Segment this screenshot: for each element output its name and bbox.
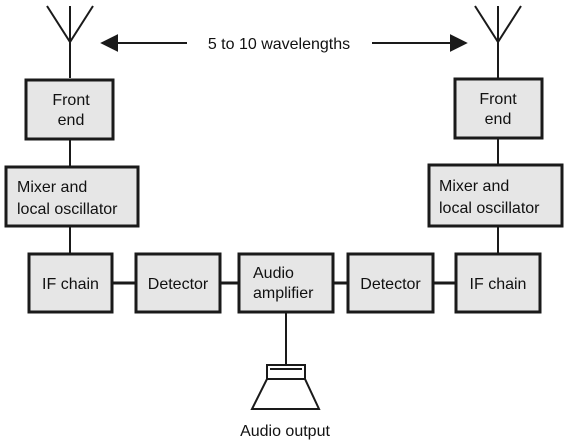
audio-output-label: Audio output (240, 423, 330, 440)
right-if-chain-label: IF chain (470, 276, 527, 293)
right-mixer-label-line1: Mixer and (439, 178, 509, 195)
right-mixer-block: Mixer and local oscillator (427, 163, 564, 228)
left-mixer-label-line1: Mixer and (17, 179, 87, 196)
left-detector-block: Detector (134, 252, 222, 314)
left-front-end-label-line1: Front (52, 92, 90, 109)
left-if-chain-label: IF chain (42, 276, 99, 293)
right-front-end-block: Front end (453, 77, 544, 140)
left-front-end-block: Front end (24, 78, 115, 141)
right-front-end-label-line2: end (485, 111, 512, 128)
left-mixer-block: Mixer and local oscillator (4, 165, 140, 228)
right-antenna-icon (474, 5, 522, 78)
right-if-chain-block: IF chain (454, 252, 542, 314)
left-antenna-icon (46, 5, 94, 78)
left-if-chain-block: IF chain (27, 252, 114, 314)
right-detector-block: Detector (346, 252, 435, 314)
separation-label: 5 to 10 wavelengths (208, 36, 350, 53)
right-mixer-label-line2: local oscillator (439, 200, 540, 217)
audio-amplifier-label-line1: Audio (253, 265, 294, 282)
left-detector-label: Detector (148, 276, 209, 293)
audio-amplifier-label-line2: amplifier (253, 285, 314, 302)
right-detector-label: Detector (360, 276, 421, 293)
left-mixer-label-line2: local oscillator (17, 201, 118, 218)
speaker-icon (250, 364, 321, 410)
right-front-end-label-line1: Front (479, 91, 517, 108)
left-front-end-label-line2: end (58, 112, 85, 129)
audio-amplifier-block: Audio amplifier (237, 252, 335, 314)
